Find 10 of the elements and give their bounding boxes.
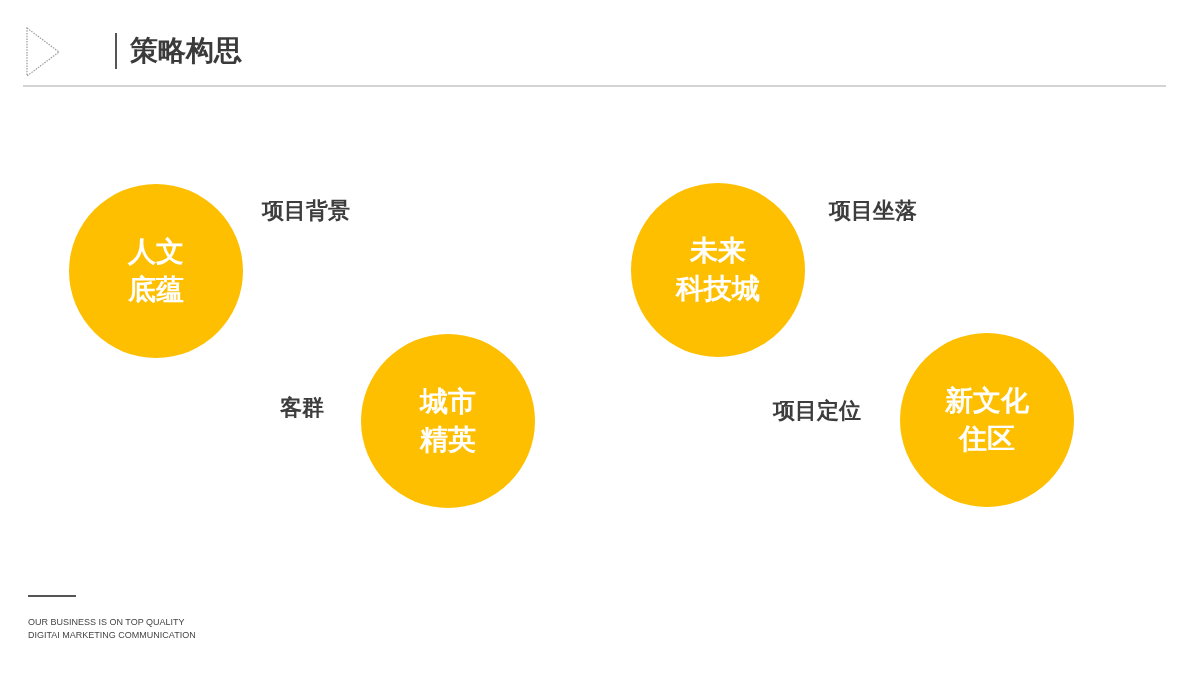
topic-circle: 城市精英 <box>361 334 535 508</box>
topic-circle: 人文底蕴 <box>69 184 243 358</box>
topic-heading: 项目背景 <box>262 198 350 224</box>
topic-circle: 未来科技城 <box>631 183 805 357</box>
topic-heading: 客群 <box>280 395 324 421</box>
topic-heading: 项目定位 <box>773 398 861 424</box>
page-title: 策略构思 <box>130 34 242 68</box>
tagline-text: OUR BUSINESS IS ON TOP QUALITY DIGITAI MARKETING COMMUNICATION <box>28 616 197 642</box>
topic-heading: 项目坐落 <box>829 198 917 224</box>
topic-circle: 新文化住区 <box>900 333 1074 507</box>
